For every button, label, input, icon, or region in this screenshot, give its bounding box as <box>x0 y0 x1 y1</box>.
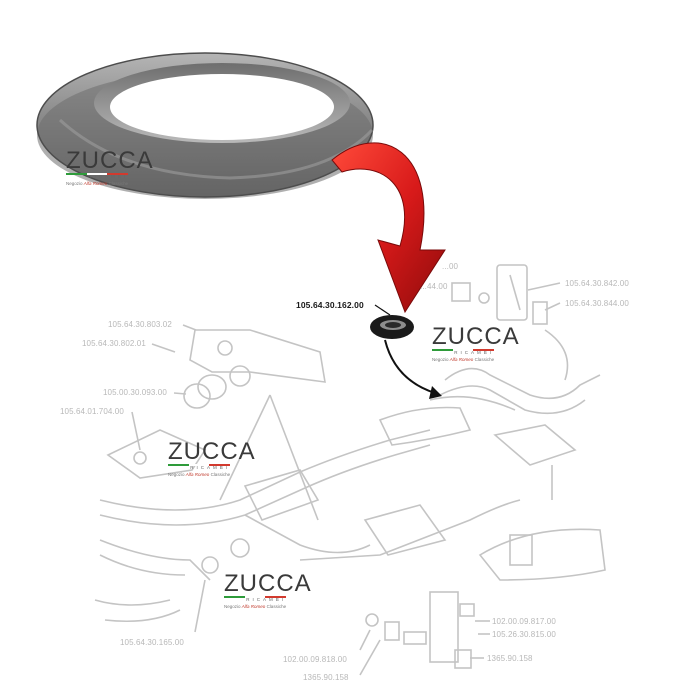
brand-tagline: Negozio Alfa Romeo Classiche <box>224 604 287 609</box>
part-label: 105.64.30.803.02 <box>108 320 172 329</box>
italian-flag-icon <box>168 464 231 466</box>
brand-tagline: Negozio Alfa Romeo Classiche <box>432 357 495 362</box>
brand-tagline: Negozio Alfa Romeo Classiche <box>66 181 129 186</box>
brand-watermark: ZUCCA RICAMBI Negozio Alfa Romeo Classic… <box>432 323 520 362</box>
part-label: 1365.90.158 <box>487 654 533 663</box>
brand-name: ZUCCA <box>66 147 154 174</box>
part-label: 105.26.30.815.00 <box>492 630 556 639</box>
part-label: ...44.00 <box>420 282 448 291</box>
brand-city: RICAMBI <box>246 597 286 602</box>
brand-name: ZUCCA <box>224 570 312 597</box>
part-label: 1365.90.158 <box>303 673 349 682</box>
brand-watermark: ZUCCA RICAMBI Negozio Alfa Romeo Classic… <box>66 147 154 186</box>
gasket-ring-photo <box>36 52 374 199</box>
italian-flag-icon <box>66 173 129 175</box>
exhaust-line-drawing <box>94 264 606 676</box>
highlighted-part-label: 105.64.30.162.00 <box>296 300 364 310</box>
part-label: 105.64.30.844.00 <box>565 299 629 308</box>
italian-flag-icon <box>224 596 287 598</box>
part-label: 105.64.01.704.00 <box>60 407 124 416</box>
part-label: 105.64.30.802.01 <box>82 339 146 348</box>
brand-city: RICAMBI <box>88 174 128 179</box>
red-arrow-icon <box>331 142 446 314</box>
italian-flag-icon <box>432 349 495 351</box>
brand-watermark: ZUCCA RICAMBI Negozio Alfa Romeo Classic… <box>224 570 312 609</box>
part-label: 102.00.09.817.00 <box>492 617 556 626</box>
highlighted-gasket <box>370 315 414 339</box>
part-label: 102.00.09.818.00 <box>283 655 347 664</box>
brand-city: RICAMBI <box>454 350 494 355</box>
brand-watermark: ZUCCA RICAMBI Negozio Alfa Romeo Classic… <box>168 438 256 477</box>
part-label: 105.00.30.093.00 <box>103 388 167 397</box>
part-label: 105.64.30.842.00 <box>565 279 629 288</box>
part-label: ...00 <box>442 262 459 271</box>
part-label: 105.64.30.165.00 <box>120 638 184 647</box>
brand-city: RICAMBI <box>190 465 230 470</box>
brand-tagline: Negozio Alfa Romeo Classiche <box>168 472 231 477</box>
leader-arrow-icon <box>384 339 436 394</box>
brand-name: ZUCCA <box>432 323 520 350</box>
brand-name: ZUCCA <box>168 438 256 465</box>
